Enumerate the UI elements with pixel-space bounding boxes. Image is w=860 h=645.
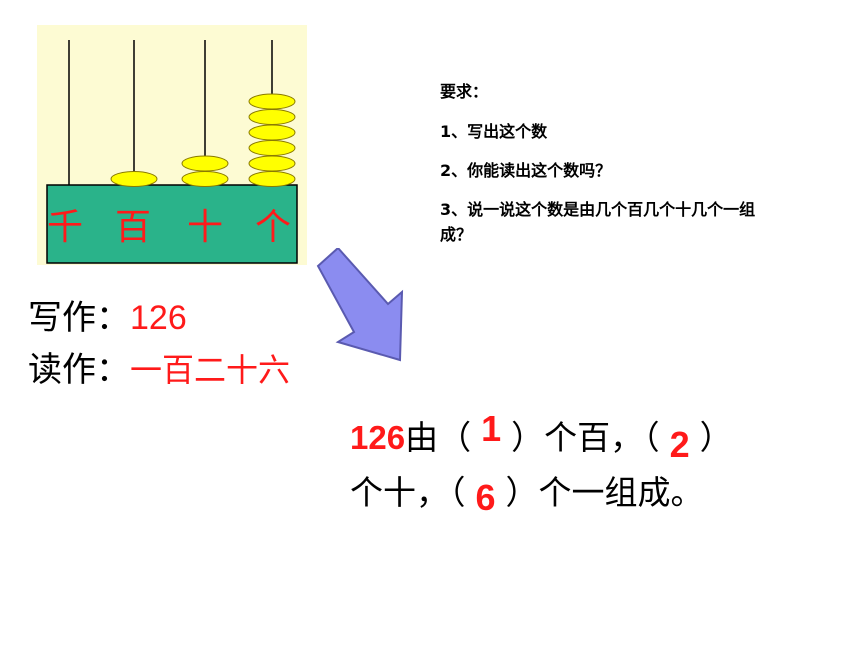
place-label-hundreds: 百	[115, 207, 152, 248]
bead-ones	[248, 171, 296, 187]
read-label: 读作：	[28, 350, 130, 390]
bead-ones	[248, 124, 296, 141]
abacus-base	[46, 184, 298, 264]
composition-text-1: 由（	[405, 418, 472, 457]
bead-tens	[181, 155, 229, 172]
down-right-arrow-icon	[316, 248, 404, 362]
abacus: 千 百 十 个	[37, 25, 307, 265]
bead-tens	[181, 171, 229, 187]
read-row: 读作：一百二十六	[28, 345, 290, 395]
place-label-tens: 十	[187, 207, 224, 248]
bead-ones	[248, 140, 296, 156]
requirement-3: 3、说一说这个数是由几个百几个十几个一组成？	[440, 200, 756, 244]
place-labels: 千 百 十 个	[47, 203, 307, 253]
answer-tens: 2	[669, 424, 690, 465]
write-label: 写作：	[28, 298, 130, 338]
composition-text-3: ）	[699, 418, 733, 457]
composition-line-2: 个十，（6）个一组成。	[350, 467, 704, 518]
composition-number: 126	[350, 419, 406, 456]
bead-hundreds	[110, 171, 158, 187]
place-label-ones: 个	[255, 207, 292, 248]
composition-text-4: 个十，（	[350, 473, 466, 512]
composition-text-5: ）个一组成。	[505, 473, 704, 512]
requirements-title: 要求：	[440, 82, 489, 101]
requirement-1: 1、写出这个数	[440, 122, 548, 141]
bead-ones	[248, 155, 296, 172]
requirement-2: 2、你能读出这个数吗？	[440, 161, 612, 180]
place-label-thousands: 千	[47, 207, 84, 248]
abacus-drawing	[46, 40, 298, 264]
write-row: 写作：126	[28, 294, 187, 342]
bead-ones	[248, 93, 296, 110]
write-value: 126	[130, 299, 187, 337]
read-value: 一百二十六	[130, 351, 291, 389]
answer-ones: 6	[475, 477, 496, 518]
bead-ones	[248, 109, 296, 125]
composition-line-1: 126由（1）个百，（2）	[350, 408, 733, 465]
answer-hundreds: 1	[481, 408, 502, 449]
composition-text-2: ）个百，（	[511, 418, 660, 457]
